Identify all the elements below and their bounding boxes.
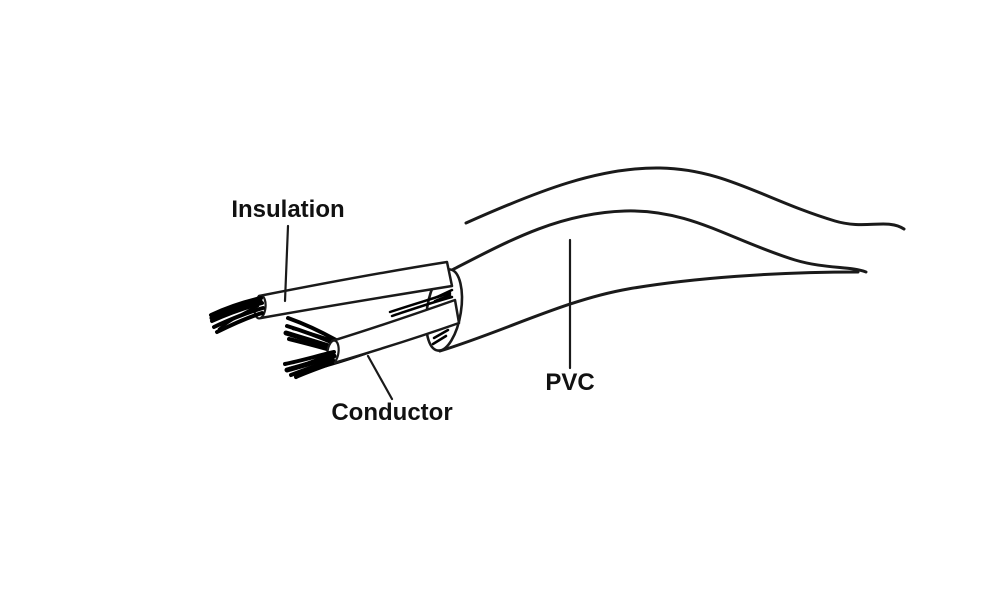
conductor-label: Conductor [331, 399, 452, 426]
upper-wire-insulation [257, 260, 454, 320]
conductor-leader-line [366, 354, 394, 401]
strand [431, 334, 448, 346]
jacket-bottom-edge [438, 270, 860, 353]
jacket-top-edge [464, 166, 906, 231]
strand [210, 301, 264, 323]
pvc-label: PVC [545, 369, 594, 396]
lower-wire-insulation [330, 298, 461, 365]
strand [215, 311, 264, 334]
strand [209, 296, 263, 317]
strand [217, 304, 260, 331]
insulation-label: Insulation [231, 196, 344, 223]
lower-wire [326, 298, 461, 365]
insulation-leader-line [283, 224, 290, 303]
pvc-jacket [424, 166, 906, 353]
strand [289, 358, 335, 377]
strand [390, 295, 454, 318]
jacket-middle-edge [450, 209, 868, 274]
annotations: Insulation Conductor PVC [231, 196, 594, 426]
strand [286, 316, 338, 342]
strand [388, 291, 452, 314]
strand [288, 352, 332, 370]
lower-wire-strands-lower-fan [283, 350, 337, 379]
strand [432, 328, 450, 340]
strand [209, 298, 263, 321]
upper-wire-strands [209, 296, 265, 334]
strand [294, 361, 334, 379]
